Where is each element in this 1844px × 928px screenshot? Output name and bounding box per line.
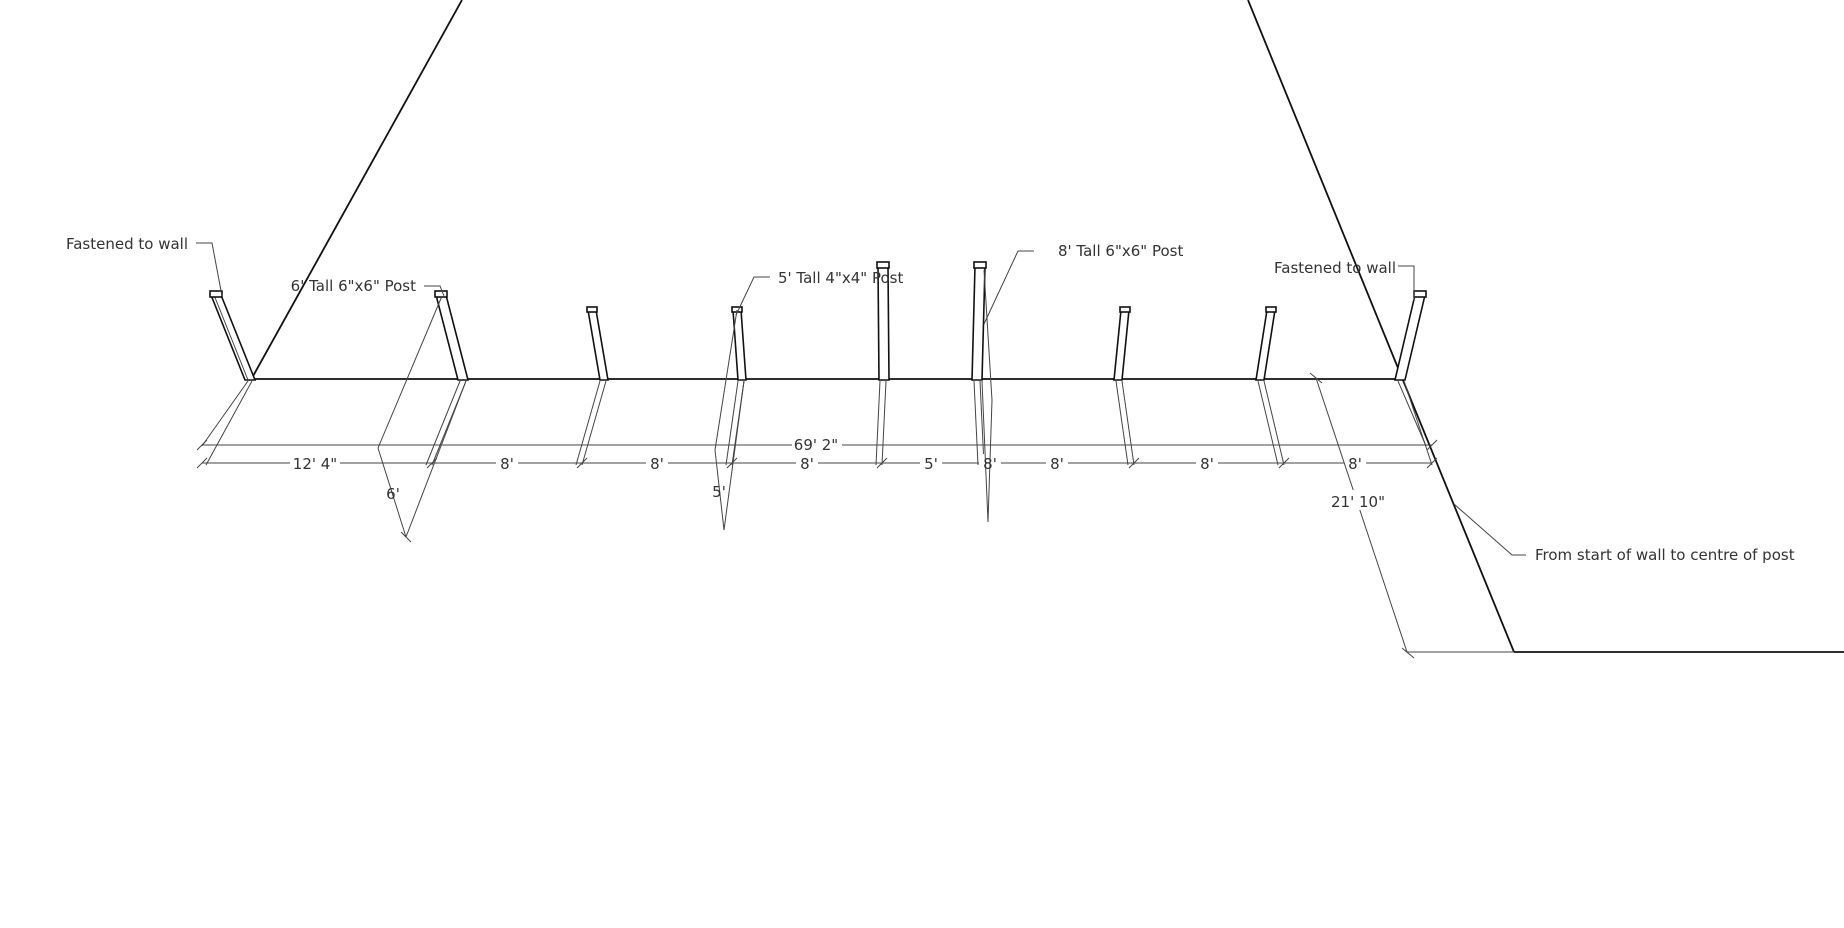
- post-3: [586, 306, 609, 381]
- segment-9-label: 8': [1348, 455, 1362, 473]
- height-dimension-8: [981, 269, 993, 523]
- total-dimension: [196, 435, 1438, 453]
- height-5-label: 5': [712, 483, 726, 501]
- segment-3-label: 8': [650, 455, 664, 473]
- segment-4-label: 8': [800, 455, 814, 473]
- height-6-label: 6': [386, 485, 400, 503]
- post-8ft-label: 8' Tall 6"x6" Post: [1058, 242, 1183, 260]
- offset-dimension: [1309, 372, 1514, 659]
- wall-outline: [251, 0, 1844, 653]
- post-8ft-a: [876, 261, 890, 381]
- post-5ft-label: 5' Tall 4"x4" Post: [778, 269, 903, 287]
- post-wall-left: [209, 290, 257, 381]
- post-8ft-b: [971, 261, 987, 381]
- segment-6-label: 8': [983, 455, 997, 473]
- post-6ft: [434, 290, 470, 381]
- offset-label: 21' 10": [1331, 493, 1385, 511]
- segment-5-label: 5': [924, 455, 938, 473]
- segment-7-label: 8': [1050, 455, 1064, 473]
- segment-2-label: 8': [500, 455, 514, 473]
- fastened-to-wall-left-label: Fastened to wall: [66, 235, 188, 253]
- post-wall-right: [1393, 290, 1427, 381]
- segment-1-label: 12' 4": [293, 455, 337, 473]
- post-7: [1113, 306, 1131, 381]
- total-length-label: 69' 2": [794, 436, 838, 454]
- post-6ft-label: 6' Tall 6"x6" Post: [291, 277, 416, 295]
- post-8: [1255, 306, 1277, 381]
- post-5ft: [731, 306, 747, 381]
- height-dimension-5: [714, 309, 745, 531]
- extension-lines: [201, 380, 1433, 466]
- segment-8-label: 8': [1200, 455, 1214, 473]
- segment-dimensions: [196, 454, 1438, 472]
- from-start-label: From start of wall to centre of post: [1535, 546, 1795, 564]
- leader-lines: [196, 242, 1526, 556]
- fastened-to-wall-right-label: Fastened to wall: [1274, 259, 1396, 277]
- height-dimension-6: [377, 295, 467, 543]
